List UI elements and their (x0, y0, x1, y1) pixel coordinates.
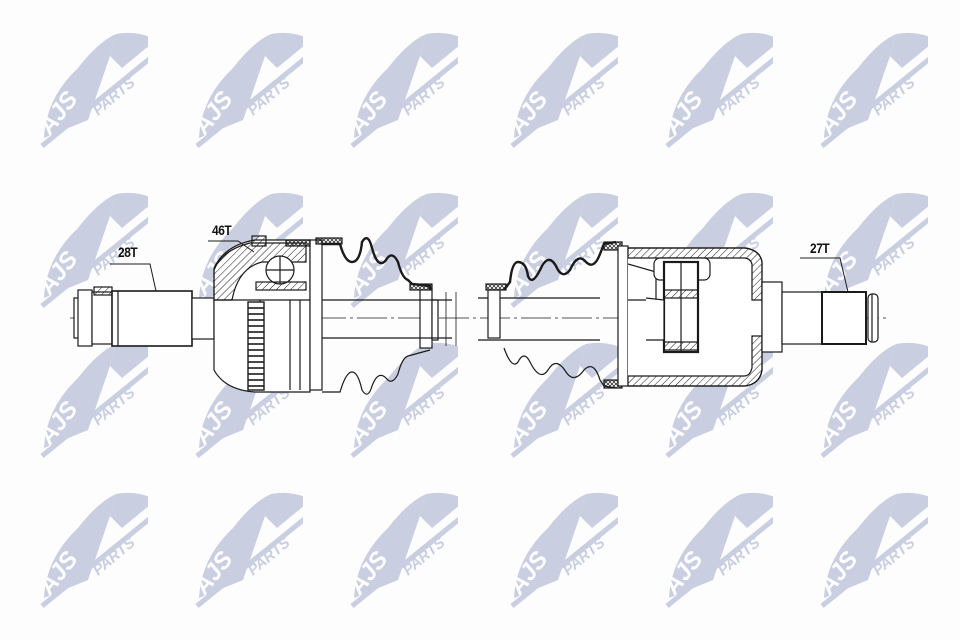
outer-spline-stub (73, 286, 215, 347)
tripod-joint-housing (617, 245, 763, 387)
shaft (322, 292, 600, 346)
leader-lines (110, 240, 849, 293)
inner-spline-teeth-label: 27T (810, 240, 830, 256)
abs-tone-ring (247, 301, 265, 391)
outer-boot (285, 236, 439, 395)
inner-spline-stub (761, 281, 879, 353)
inner-boot (485, 240, 623, 389)
abs-ring-teeth-label: 46T (212, 222, 232, 238)
outer-spline-teeth-label: 28T (118, 244, 138, 260)
